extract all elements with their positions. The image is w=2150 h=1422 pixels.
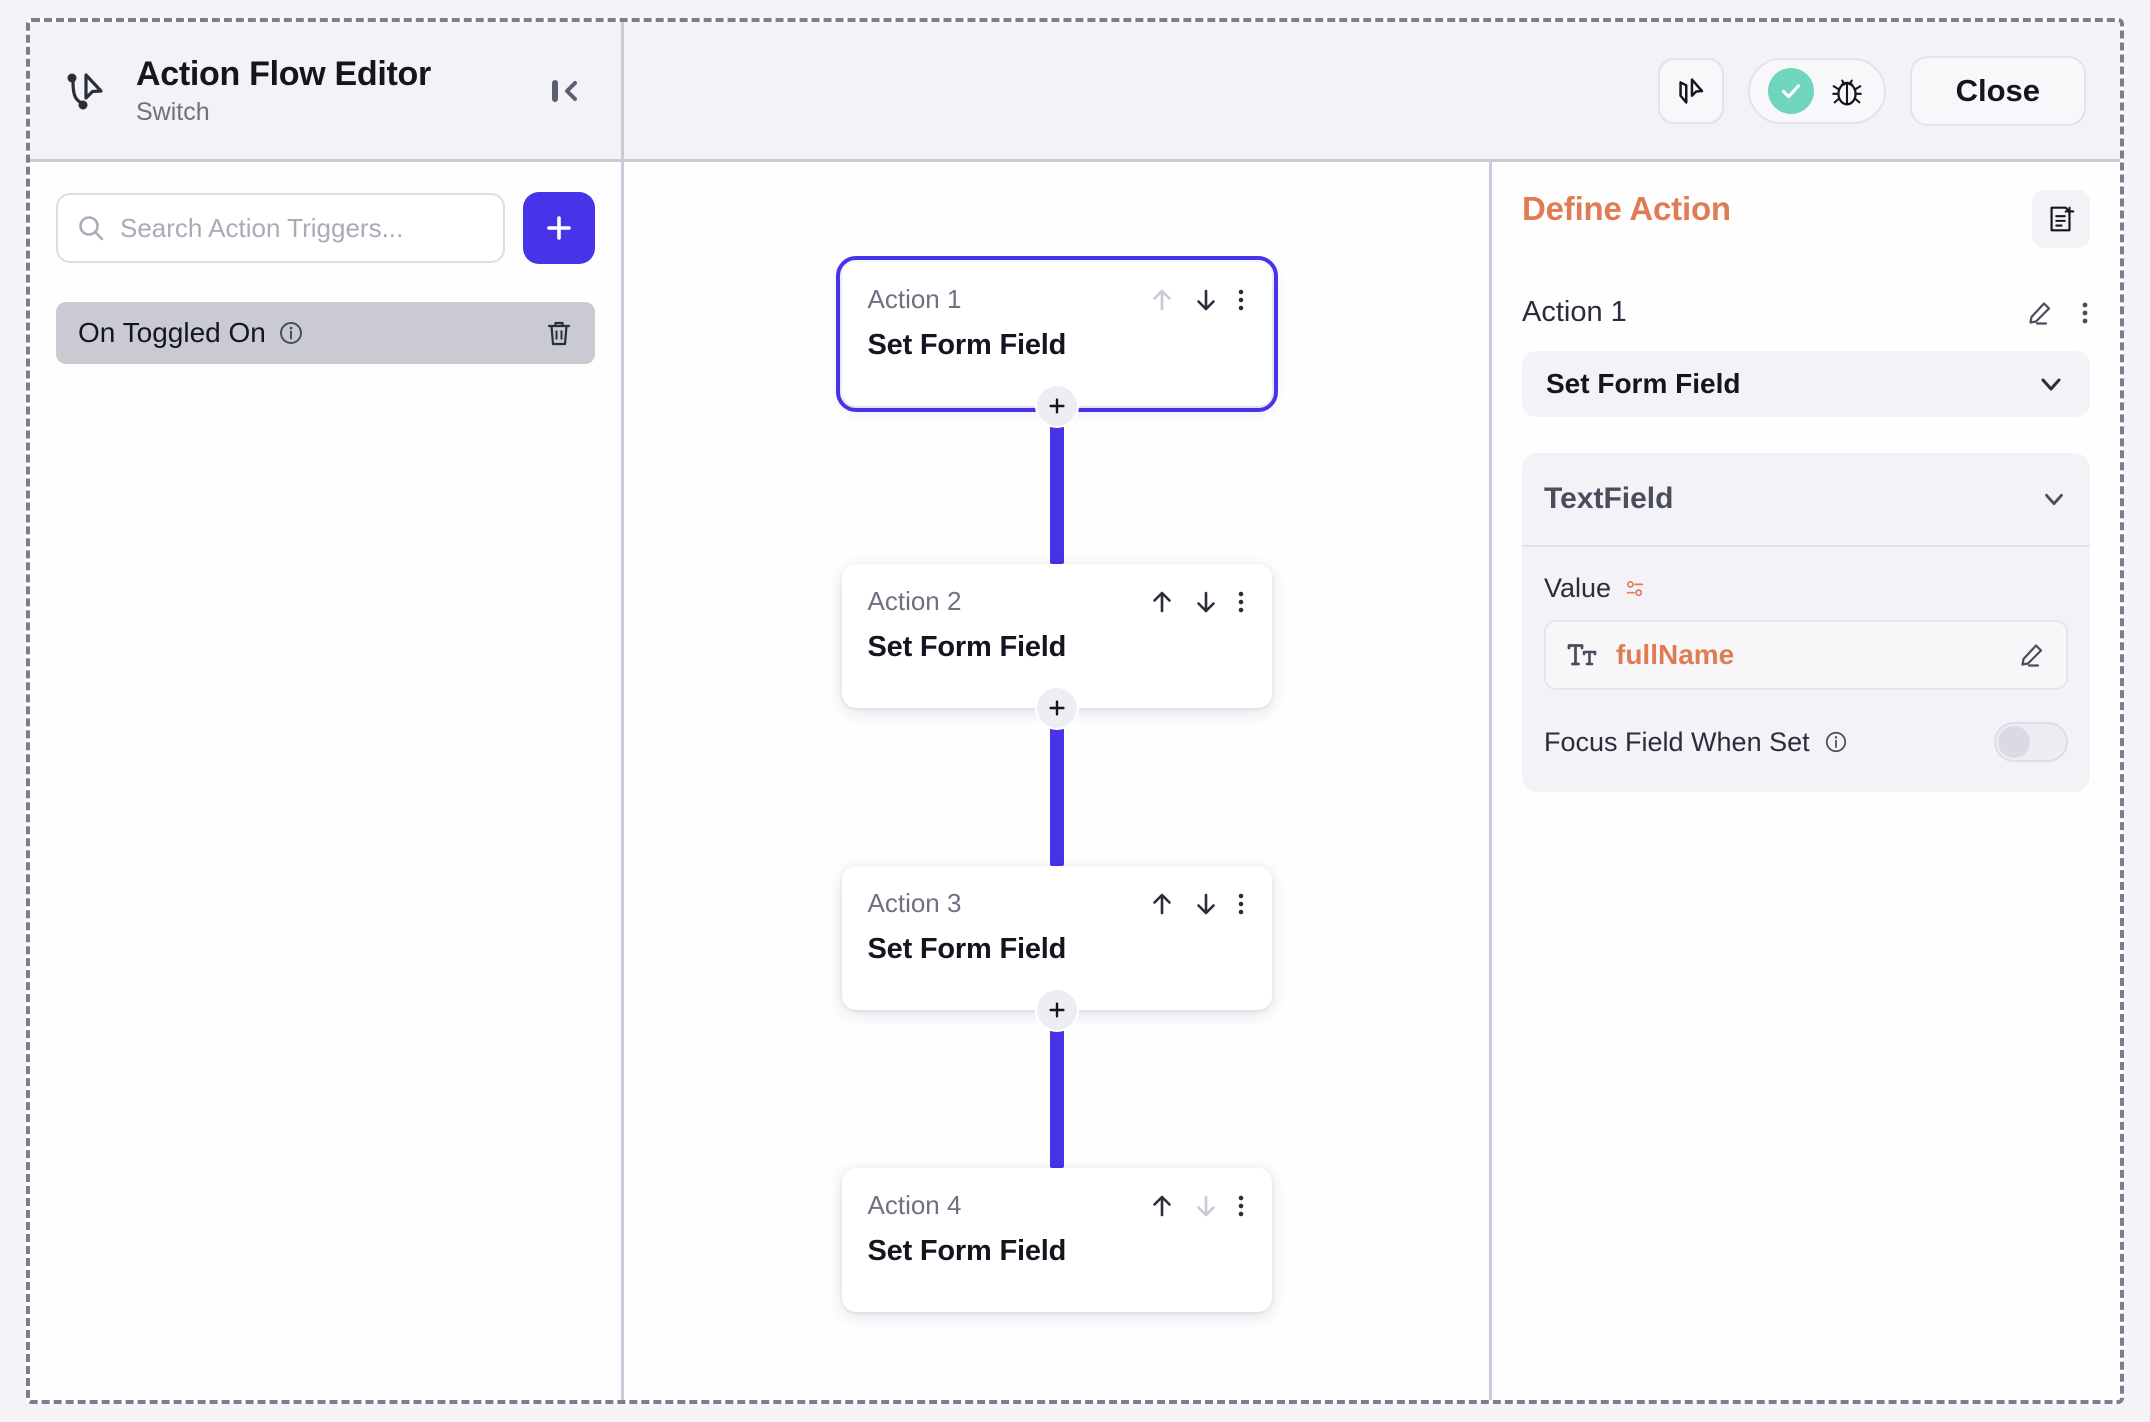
connector-line: [1049, 708, 1064, 866]
node-title: Set Form Field: [867, 631, 1067, 663]
text-format-icon: [1566, 640, 1598, 670]
node-connector: [842, 988, 1272, 1168]
search-row: [56, 192, 595, 264]
trigger-list-item[interactable]: On Toggled On: [56, 302, 595, 364]
node-action-icons: [1148, 890, 1246, 918]
node-action-icons: [1148, 1192, 1246, 1220]
action-node-card[interactable]: Action 2 Set Form Field: [841, 564, 1272, 708]
move-up-icon: [1148, 286, 1176, 314]
define-action-header: Define Action: [1522, 190, 2090, 248]
bug-icon[interactable]: [1828, 72, 1866, 110]
divider: [1522, 545, 2090, 547]
panel-title: Define Action: [1522, 190, 1731, 227]
info-icon[interactable]: [1824, 730, 1848, 754]
value-label-row: Value: [1544, 573, 2068, 604]
node-header: Action 4: [868, 1190, 1246, 1221]
settings-sliders-icon[interactable]: [1623, 577, 1647, 601]
header-left-section: Action Flow Editor Switch: [30, 22, 624, 159]
flow-select-icon[interactable]: [1657, 57, 1724, 124]
node-header: Action 3: [868, 888, 1246, 919]
trigger-label: On Toggled On: [78, 317, 266, 348]
node-title: Set Form Field: [867, 933, 1067, 965]
triggers-panel: On Toggled On: [30, 162, 624, 1400]
search-box[interactable]: [56, 193, 505, 263]
close-button[interactable]: Close: [1909, 55, 2086, 126]
form-field-select[interactable]: TextField: [1544, 453, 2068, 545]
more-vertical-icon[interactable]: [1236, 286, 1246, 314]
add-note-icon[interactable]: [2032, 190, 2090, 248]
action-name-label: Action 1: [1522, 296, 1627, 328]
check-icon: [1767, 67, 1814, 114]
move-up-icon[interactable]: [1148, 890, 1176, 918]
node-header: Action 2: [868, 586, 1246, 617]
node-index-label: Action 1: [867, 284, 962, 314]
header-right-section: Close: [624, 22, 2120, 159]
page-subtitle: Switch: [136, 97, 210, 126]
node-index-label: Action 4: [867, 1190, 962, 1220]
move-down-icon[interactable]: [1192, 588, 1220, 616]
header-title-block: Action Flow Editor Switch: [136, 55, 535, 127]
flow-canvas[interactable]: Action 1 Set Form Field: [624, 162, 1492, 1400]
focus-field-row: Focus Field When Set: [1544, 722, 2068, 762]
validation-status-pill[interactable]: [1747, 57, 1886, 124]
move-down-icon[interactable]: [1192, 286, 1220, 314]
node-action-icons: [1148, 286, 1246, 314]
node-index-label: Action 2: [867, 586, 962, 616]
flow-node: Action 2 Set Form Field: [841, 564, 1272, 866]
pencil-icon[interactable]: [2016, 640, 2046, 670]
focus-field-toggle[interactable]: [1994, 722, 2068, 762]
add-trigger-button[interactable]: [523, 192, 595, 264]
node-index-label: Action 3: [867, 888, 962, 918]
more-vertical-icon[interactable]: [1236, 588, 1246, 616]
editor-body: On Toggled On: [30, 162, 2120, 1400]
flow-node: Action 4 Set Form Field: [841, 1168, 1272, 1312]
add-node-button[interactable]: [1034, 686, 1079, 730]
action-name-row: Action 1: [1522, 296, 2090, 329]
more-vertical-icon[interactable]: [1236, 1192, 1246, 1220]
form-field-value: TextField: [1544, 482, 1674, 515]
focus-field-label: Focus Field When Set: [1544, 726, 1810, 757]
collapse-panel-icon[interactable]: [535, 61, 595, 121]
search-input[interactable]: [120, 212, 485, 244]
pencil-icon[interactable]: [2024, 298, 2054, 328]
flow-node: Action 3 Set Form Field: [841, 866, 1272, 1168]
node-connector: [842, 686, 1272, 866]
action-node-card[interactable]: Action 3 Set Form Field: [841, 866, 1272, 1010]
move-up-icon[interactable]: [1148, 1192, 1176, 1220]
more-vertical-icon[interactable]: [1236, 890, 1246, 918]
node-action-icons: [1148, 588, 1246, 616]
more-vertical-icon[interactable]: [2080, 298, 2090, 328]
flow-node-list: Action 1 Set Form Field: [835, 162, 1278, 1312]
editor-header: Action Flow Editor Switch: [30, 22, 2120, 162]
action-flow-editor-modal: Action Flow Editor Switch: [26, 18, 2124, 1404]
move-down-icon[interactable]: [1192, 890, 1220, 918]
connector-line: [1049, 1010, 1064, 1168]
node-connector: [842, 384, 1272, 564]
add-node-button[interactable]: [1034, 988, 1079, 1032]
trash-icon[interactable]: [545, 318, 573, 348]
chevron-down-icon: [2036, 369, 2066, 399]
add-node-button[interactable]: [1034, 384, 1079, 428]
node-title: Set Form Field: [867, 1235, 1067, 1267]
value-label: Value: [1544, 573, 1612, 603]
action-node-card[interactable]: Action 4 Set Form Field: [841, 1168, 1272, 1312]
action-type-select[interactable]: Set Form Field: [1522, 351, 2090, 417]
node-title: Set Form Field: [867, 329, 1067, 361]
value-text: fullName: [1616, 639, 1735, 670]
page-title: Action Flow Editor: [136, 54, 431, 93]
define-action-panel: Define Action Action 1: [1492, 162, 2120, 1400]
value-field[interactable]: fullName: [1544, 620, 2068, 690]
field-config-card: TextField Value: [1522, 453, 2090, 792]
connector-line: [1049, 406, 1064, 564]
move-down-icon: [1192, 1192, 1220, 1220]
node-header: Action 1: [868, 284, 1246, 315]
flow-pointer-icon: [60, 64, 114, 118]
move-up-icon[interactable]: [1148, 588, 1176, 616]
flow-node: Action 1 Set Form Field: [835, 256, 1278, 564]
info-icon[interactable]: [278, 320, 304, 346]
action-type-value: Set Form Field: [1546, 368, 1741, 399]
search-icon: [76, 213, 106, 243]
chevron-down-icon: [2040, 485, 2068, 513]
action-node-card[interactable]: Action 1 Set Form Field: [835, 256, 1278, 412]
